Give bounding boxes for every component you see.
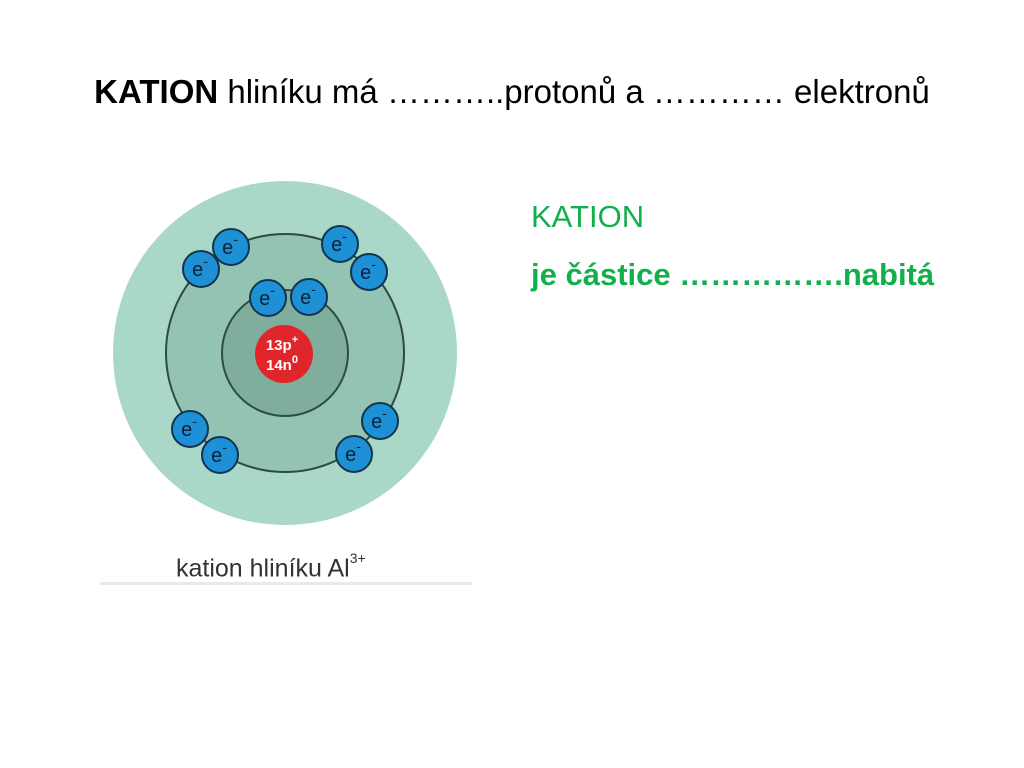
electron-label: e- (222, 231, 238, 259)
neutron-count: 14n (266, 357, 292, 374)
electron-label: e- (345, 438, 361, 466)
electron-7: e- (171, 410, 209, 448)
title-rest: hliníku má ………..protonů a ………… elektronů (218, 73, 930, 110)
title-bold-term: KATION (94, 73, 219, 110)
atom-model-svg: 13p+ 14n0 e-e-e-e-e-e-e-e-e-e- (113, 181, 457, 525)
definition-term: KATION (531, 199, 645, 234)
electron-label: e- (181, 413, 197, 441)
caption-text: kation hliníku Al (176, 554, 350, 583)
nucleus-neutrons: 14n0 (266, 354, 298, 374)
electron-6: e- (350, 253, 388, 291)
caption-divider (100, 582, 472, 585)
nucleus-protons: 13p+ (266, 334, 298, 354)
electron-9: e- (361, 402, 399, 440)
electron-2: e- (290, 278, 328, 316)
nucleus-circle (255, 325, 313, 383)
electron-3: e- (182, 250, 220, 288)
electron-8: e- (201, 436, 239, 474)
electron-label: e- (300, 281, 316, 309)
electron-label: e- (331, 228, 347, 256)
proton-count: 13p (266, 337, 292, 354)
electron-4: e- (212, 228, 250, 266)
electron-1: e- (249, 279, 287, 317)
caption-superscript: 3+ (349, 550, 366, 566)
electron-label: e- (259, 282, 275, 310)
electron-label: e- (360, 256, 376, 284)
atom-diagram: 13p+ 14n0 e-e-e-e-e-e-e-e-e-e- kation hl… (100, 178, 472, 588)
electron-label: e- (211, 439, 227, 467)
diagram-caption: kation hliníku Al3+ (176, 550, 366, 583)
definition-block: KATION je částice …………….nabitá (531, 188, 934, 304)
definition-sentence: je částice …………….nabitá (531, 257, 935, 292)
electron-label: e- (371, 405, 387, 433)
slide-title: KATION hliníku má ………..protonů a ………… el… (0, 73, 1024, 110)
proton-charge: + (292, 334, 298, 346)
neutron-charge: 0 (292, 354, 298, 366)
electron-5: e- (321, 225, 359, 263)
nucleus: 13p+ 14n0 (255, 325, 313, 383)
electron-10: e- (335, 435, 373, 473)
electron-label: e- (192, 253, 208, 281)
